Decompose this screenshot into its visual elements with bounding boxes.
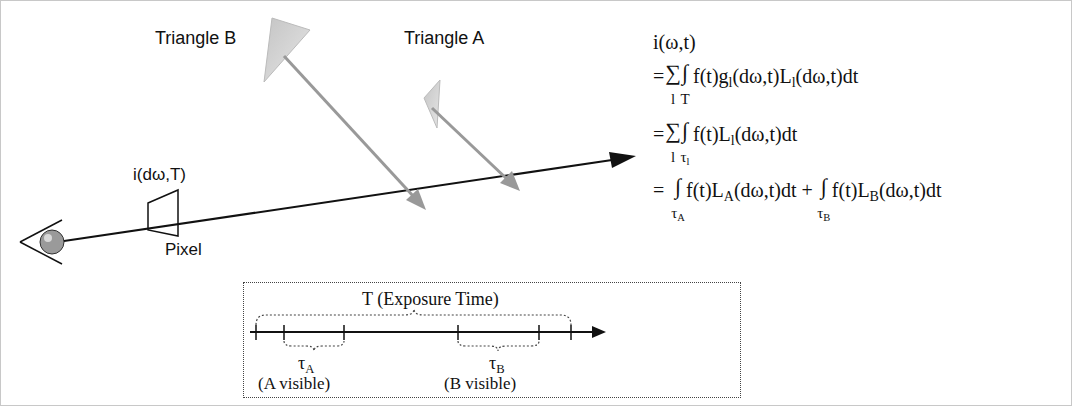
equation-sign: = [653,64,664,88]
equation-term: f(t)gl(dω,t)Ll(dω,t)dt [693,64,858,88]
integral-limit: τl [681,148,690,166]
integral-limit: T [680,90,689,108]
interval-a-note: (A visible) [258,374,330,394]
triangle-a [424,80,520,191]
integral-symbol: ∫ [821,174,827,200]
integral-symbol: ∫ [682,118,688,144]
equation-term: i(ω,t) [653,30,696,54]
sum-symbol: ∑ [665,60,681,86]
integral-limit: τB [817,204,830,222]
sum-limit: l [671,90,675,108]
view-ray [64,152,636,241]
sum-symbol: ∑ [665,118,681,144]
exposure-title: T (Exposure Time) [362,289,499,311]
exposure-box: T (Exposure Time) τA(A visible) τB(B visib… [243,282,741,398]
interval-b-note: (B visible) [444,374,516,394]
interval-a: τA [298,353,314,375]
equation-sign: = [653,122,664,146]
integral-symbol: ∫ [682,60,688,86]
eye-symbol [20,220,64,264]
triangle-b [264,18,426,210]
equation-term: f(t)LA(dω,t)dt + [686,178,813,202]
interval-b: τB [489,353,505,375]
integral-symbol: ∫ [675,174,681,200]
pixel-value: i(dω,T) [133,165,186,185]
pixel-label: Pixel [165,240,202,260]
equation-term: f(t)Ll(dω,t)dt [693,122,797,146]
integral-limit: τA [671,204,685,222]
equation-sign: = [653,178,664,202]
sum-limit: l [671,148,675,166]
equation-term: f(t)LB(dω,t)dt [832,178,942,202]
pixel-node: i(dω,T) Pixel [128,163,224,263]
triangle-label: Triangle B [155,28,236,50]
triangle-label: Triangle A [404,28,484,50]
